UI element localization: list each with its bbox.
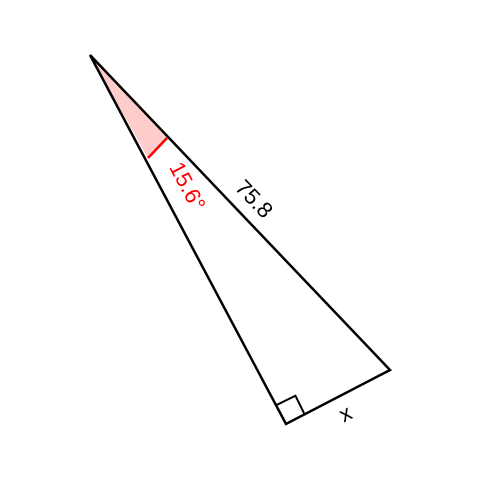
right-angle-marker xyxy=(276,394,306,415)
unknown-side-label: x xyxy=(335,400,356,427)
hypotenuse-label: 75.8 xyxy=(230,175,278,223)
angle-arc xyxy=(147,137,168,159)
right-triangle xyxy=(88,54,393,426)
angle-marker xyxy=(90,55,167,158)
